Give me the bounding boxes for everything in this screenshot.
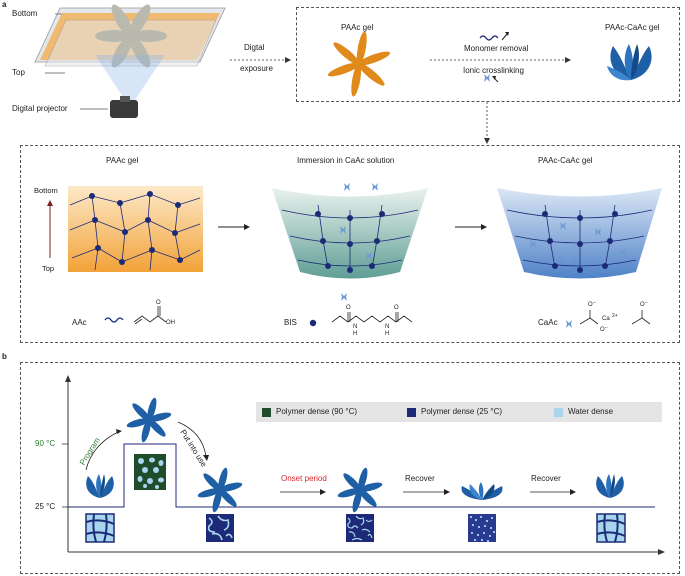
recover-label-2: Recover xyxy=(531,474,561,483)
caac-ca-charge: 2+ xyxy=(612,313,618,319)
caac-legend-star-icon xyxy=(566,320,572,328)
col2-title: Immersion in CaAc solution xyxy=(297,156,395,165)
recover-label-1: Recover xyxy=(405,474,435,483)
bis-n-1: N xyxy=(353,324,358,330)
monomer-squiggle-icon xyxy=(479,35,499,41)
panel-b-box xyxy=(20,362,680,574)
axis-bottom-label: Bottom xyxy=(34,186,58,195)
caac-minus-1: − xyxy=(593,300,596,306)
label-bottom: Bottom xyxy=(12,9,38,18)
caac-minus-2: − xyxy=(645,300,648,306)
col1-title: PAAc gel xyxy=(106,156,139,165)
axis-top-label: Top xyxy=(42,264,55,273)
aac-structure xyxy=(133,306,167,325)
half-bloom-icon xyxy=(461,482,503,500)
aac-squiggle-icon xyxy=(104,317,124,323)
caac-o-2: O xyxy=(640,302,645,308)
orange-flower-icon xyxy=(327,31,391,97)
legend-label-2: Water dense xyxy=(568,407,614,416)
col3-title: PAAc-CaAc gel xyxy=(538,156,593,165)
legend-caac: CaAc xyxy=(538,318,558,327)
legend-swatch-2 xyxy=(554,408,563,417)
caac-o-3: O xyxy=(600,327,605,333)
legend-aac: AAc xyxy=(72,318,87,327)
bis-h-2: H xyxy=(385,331,390,337)
bis-h-1: H xyxy=(353,331,358,337)
exposure-label-1: Digtal xyxy=(244,43,265,52)
paac-network xyxy=(69,193,201,271)
label-projector: Digital projector xyxy=(12,104,68,113)
legend-swatch-0 xyxy=(262,408,271,417)
micro-square-2 xyxy=(206,514,234,542)
paac-caac-gel-label-top: PAAc-CaAc gel xyxy=(605,23,660,32)
bloom-icon-start xyxy=(86,474,114,498)
legend-bis: BIS xyxy=(284,318,297,327)
temp-25-label: 25 °C xyxy=(35,502,56,511)
bis-n-2: N xyxy=(385,324,390,330)
bis-structure xyxy=(331,312,413,323)
bottom-network-box xyxy=(20,145,680,343)
top-process-box xyxy=(296,7,680,102)
bis-o-1: O xyxy=(346,305,351,311)
flat-flower-icon-onset xyxy=(337,467,383,513)
panel-b-label: b xyxy=(2,352,7,361)
projection-beam xyxy=(95,55,165,100)
micro-square-4 xyxy=(468,514,496,542)
aac-o: O xyxy=(156,300,161,306)
micro-square-1 xyxy=(85,513,115,543)
blue-bloom-icon xyxy=(607,44,652,81)
flat-flower-icon-90c xyxy=(126,397,172,443)
caac-star-icon xyxy=(484,74,490,82)
caac-minus-3: − xyxy=(605,325,608,331)
bloom-icon-end xyxy=(596,474,624,498)
projector-icon xyxy=(110,100,138,118)
paac-gel-label-top: PAAc gel xyxy=(341,23,374,32)
legend-swatch-1 xyxy=(407,408,416,417)
legend-label-0: Polymer dense (90 °C) xyxy=(276,407,358,416)
exposure-label-2: exposure xyxy=(240,64,273,73)
aac-oh: OH xyxy=(166,320,175,326)
bis-o-2: O xyxy=(394,305,399,311)
temp-90-label: 90 °C xyxy=(35,439,56,448)
caac-structure xyxy=(579,310,651,325)
caac-o-1: O xyxy=(588,302,593,308)
flat-flower-icon-use xyxy=(197,467,243,513)
micro-square-3 xyxy=(346,514,374,542)
panel-b-legend xyxy=(256,402,662,422)
bis-dot-icon xyxy=(309,319,317,327)
flower-pattern-icon xyxy=(95,4,167,68)
ionic-crosslinking-label: Ionic crosslinking xyxy=(463,66,524,75)
monomer-removal-label: Monomer removal xyxy=(464,44,529,53)
micro-square-90c xyxy=(134,454,166,490)
onset-period-label: Onset period xyxy=(281,474,327,483)
paac-caac-gel-block xyxy=(497,188,662,279)
caac-ca: Ca xyxy=(602,316,610,322)
panel-a-label: a xyxy=(2,0,7,9)
micro-square-5 xyxy=(596,513,626,543)
legend-label-1: Polymer dense (25 °C) xyxy=(421,407,503,416)
label-top: Top xyxy=(12,68,25,77)
